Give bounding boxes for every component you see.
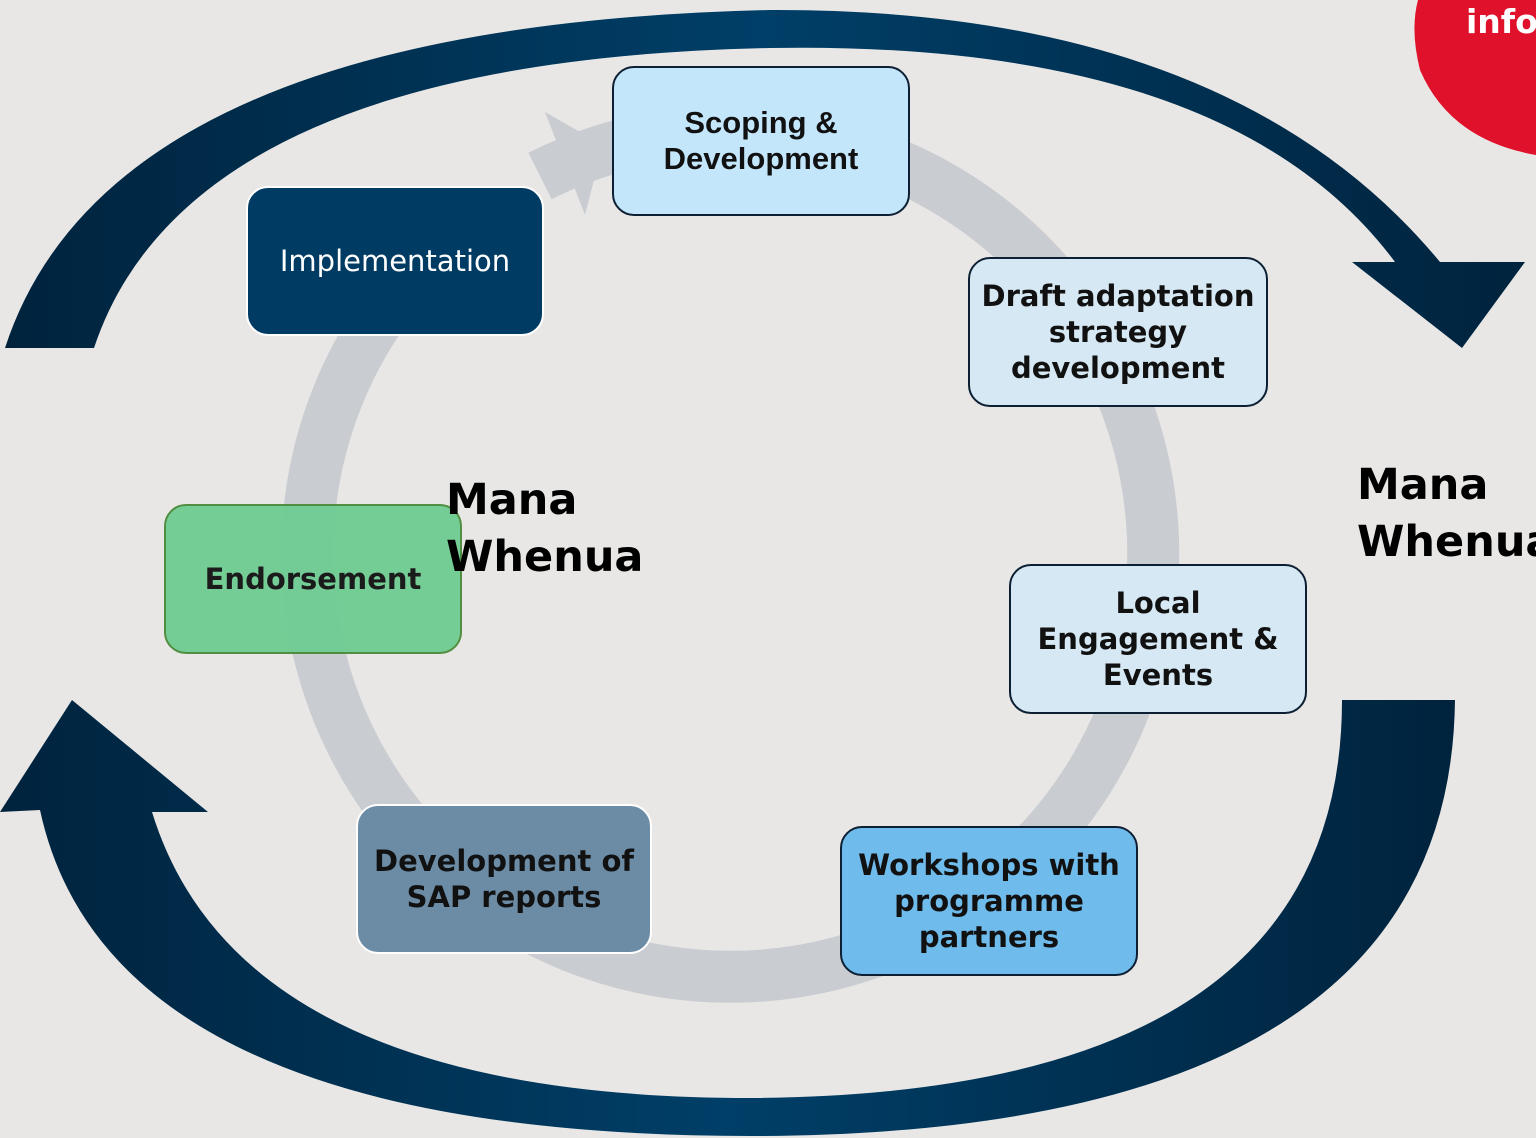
stage-local-engagement-events: Local Engagement & Events bbox=[1009, 564, 1307, 714]
mana-outer-line-1: Mana bbox=[1357, 460, 1489, 510]
stage-scoping-line-2: Development bbox=[663, 141, 859, 176]
mana-outer-line-2: Whenua bbox=[1357, 517, 1536, 567]
stage-local-line-3: Events bbox=[1102, 658, 1214, 692]
stage-draft-adaptation-strategy: Draft adaptation strategy development bbox=[968, 257, 1268, 407]
stage-sap-line-2: SAP reports bbox=[406, 880, 602, 914]
stage-scoping-development: Scoping & Development bbox=[612, 66, 910, 216]
stage-scoping-line-1: Scoping & bbox=[684, 105, 838, 140]
mana-whenua-outer-label: Mana Whenua bbox=[1357, 457, 1536, 571]
inner-cycle-arrowhead bbox=[545, 112, 603, 215]
stage-implementation-label: Implementation bbox=[279, 244, 511, 278]
stage-local-line-2: Engagement & bbox=[1037, 622, 1279, 656]
stage-draft-line-2: strategy bbox=[1048, 315, 1188, 349]
stage-workshops-line-3: partners bbox=[918, 920, 1060, 954]
stage-local-line-1: Local bbox=[1115, 586, 1201, 620]
mana-inner-line-1: Mana bbox=[446, 475, 578, 525]
stage-endorsement: Endorsement bbox=[164, 504, 462, 654]
brand-badge bbox=[1414, 0, 1536, 155]
stage-sap-reports: Development of SAP reports bbox=[356, 804, 652, 954]
stage-workshops-line-2: programme bbox=[894, 884, 1084, 918]
outer-arrow-top bbox=[5, 9, 1525, 348]
mana-inner-line-2: Whenua bbox=[446, 532, 644, 582]
stage-draft-line-3: development bbox=[1010, 351, 1225, 385]
brand-logo-text: info bbox=[1466, 2, 1536, 41]
stage-sap-line-1: Development of bbox=[374, 844, 634, 878]
mana-whenua-inner-label: Mana Whenua bbox=[446, 472, 643, 586]
stage-implementation: Implementation bbox=[246, 186, 544, 336]
stage-workshops-line-1: Workshops with bbox=[858, 848, 1120, 882]
outer-arrow-bottom bbox=[0, 700, 1455, 1136]
stage-workshops-programme-partners: Workshops with programme partners bbox=[840, 826, 1138, 976]
stage-endorsement-label: Endorsement bbox=[204, 562, 422, 596]
stage-draft-line-1: Draft adaptation bbox=[981, 279, 1255, 313]
